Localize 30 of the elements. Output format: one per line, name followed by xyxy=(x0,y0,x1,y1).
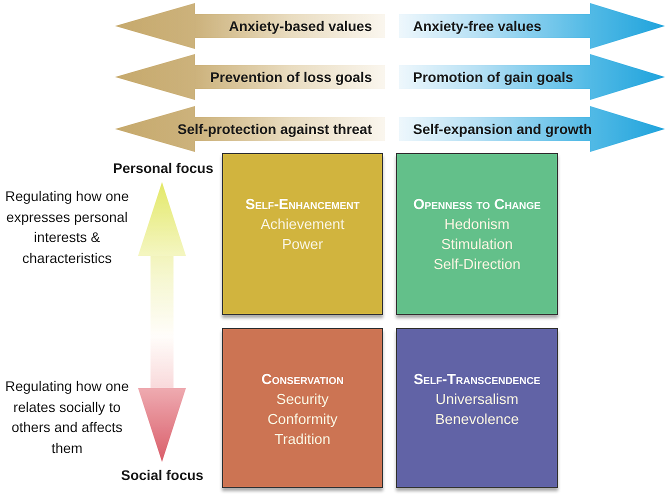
value-quadrant xyxy=(222,153,383,315)
value-item: Self-Direction xyxy=(433,256,521,275)
value-item: Universalism xyxy=(436,391,518,410)
quadrant-heading: Openness to Change xyxy=(413,196,541,215)
right-arrow-banner xyxy=(399,106,665,152)
banner-label: Anxiety-based values xyxy=(228,18,372,34)
value-item: Hedonism xyxy=(444,216,510,235)
quadrant-heading: Self-Enhancement xyxy=(245,196,360,215)
side-note: Regulating how one expresses personal interests & characteristics xyxy=(4,187,130,268)
value-item: Achievement xyxy=(260,216,344,235)
value-quadrant xyxy=(222,328,383,488)
value-item: Tradition xyxy=(274,431,330,450)
banner-label: Promotion of gain goals xyxy=(413,69,574,85)
double-headed-arrow xyxy=(138,182,186,462)
value-item: Benevolence xyxy=(435,411,519,430)
value-quadrant xyxy=(396,328,558,488)
value-item: Power xyxy=(282,236,324,255)
banner-label: Anxiety-free values xyxy=(413,18,542,34)
side-note: Regulating how one relates socially to others and affects them xyxy=(4,377,130,458)
quadrant-heading: Self-Transcendence xyxy=(414,371,540,390)
banner-label: Self-protection against threat xyxy=(178,121,372,137)
value-item: Security xyxy=(276,391,329,410)
axis-end-label: Personal focus xyxy=(113,160,214,177)
value-item: Stimulation xyxy=(441,236,513,255)
banner-label: Prevention of loss goals xyxy=(210,69,372,85)
value-quadrant xyxy=(396,153,558,315)
banner-label: Self-expansion and growth xyxy=(413,121,592,137)
axis-end-label: Social focus xyxy=(121,467,204,484)
value-item: Conformity xyxy=(267,411,338,430)
quadrant-heading: Conservation xyxy=(261,371,344,390)
